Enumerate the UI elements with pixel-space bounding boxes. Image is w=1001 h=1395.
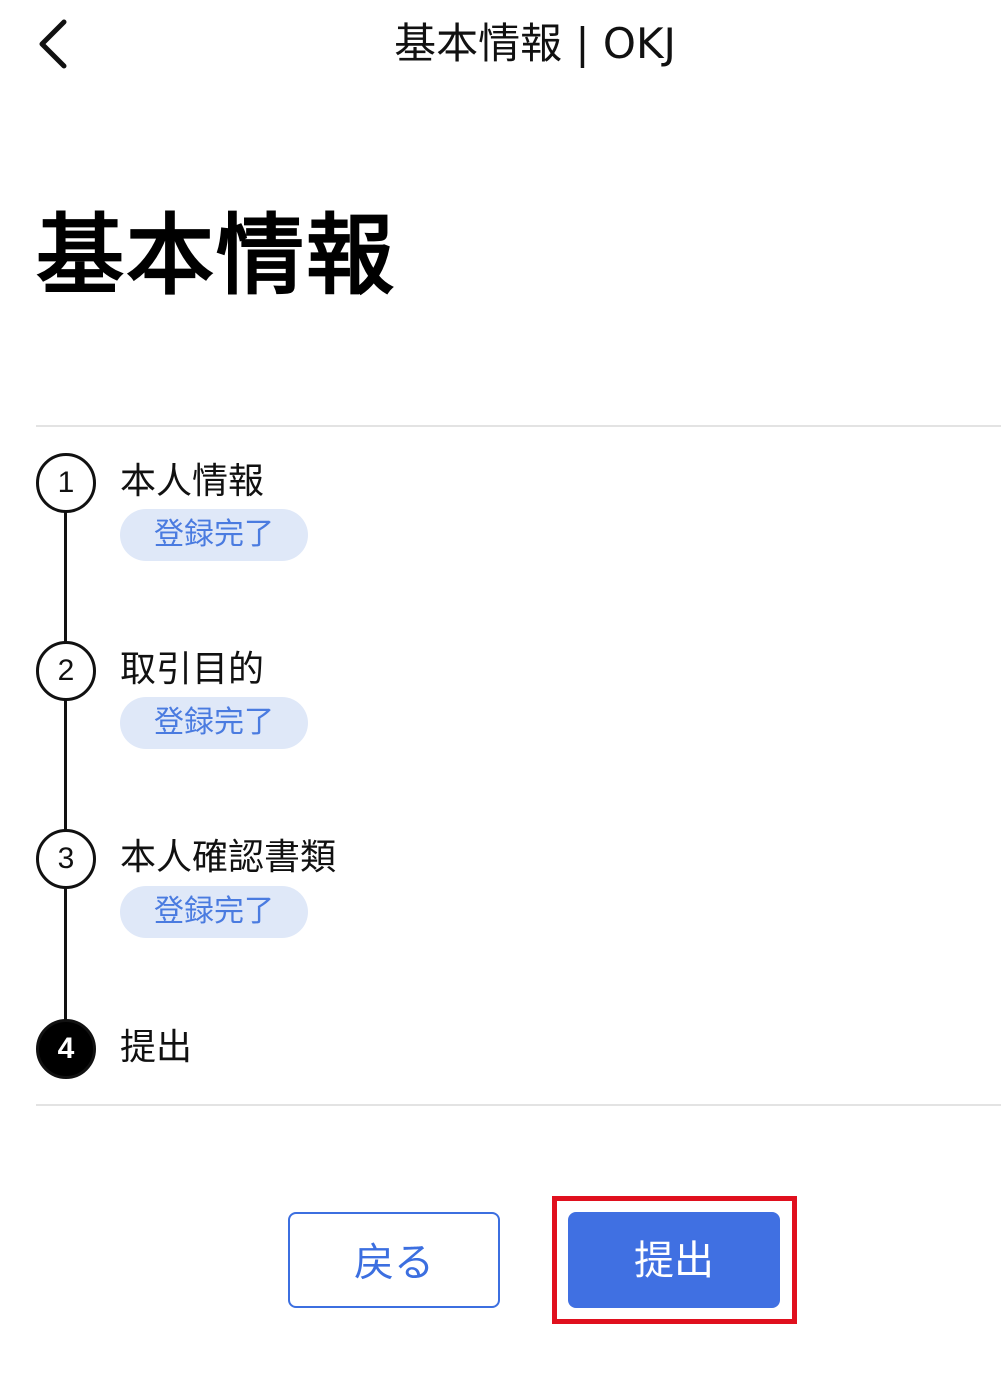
- step-connector: [64, 510, 67, 642]
- step-number-2: 2: [36, 641, 96, 701]
- page-title: 基本情報: [36, 204, 397, 307]
- step-label-identity: 本人情報: [120, 461, 265, 502]
- top-bar: 基本情報 | OKJ: [0, 0, 1001, 90]
- step-number-4: 4: [36, 1019, 96, 1079]
- divider-top: [36, 425, 1001, 427]
- step-label-purpose: 取引目的: [120, 649, 265, 690]
- window-title: 基本情報 | OKJ: [394, 19, 676, 68]
- step-connector: [64, 888, 67, 1020]
- status-badge: 登録完了: [120, 697, 308, 749]
- step-label-submit: 提出: [120, 1027, 193, 1068]
- step-label-documents: 本人確認書類: [120, 837, 337, 878]
- step-number-3: 3: [36, 829, 96, 889]
- step-number-1: 1: [36, 453, 96, 513]
- chevron-left-icon[interactable]: [30, 14, 80, 74]
- status-badge: 登録完了: [120, 509, 308, 561]
- back-button[interactable]: 戻る: [288, 1212, 500, 1308]
- step-connector: [64, 700, 67, 830]
- status-badge: 登録完了: [120, 886, 308, 938]
- submit-button[interactable]: 提出: [568, 1212, 780, 1308]
- divider-bottom: [36, 1104, 1001, 1106]
